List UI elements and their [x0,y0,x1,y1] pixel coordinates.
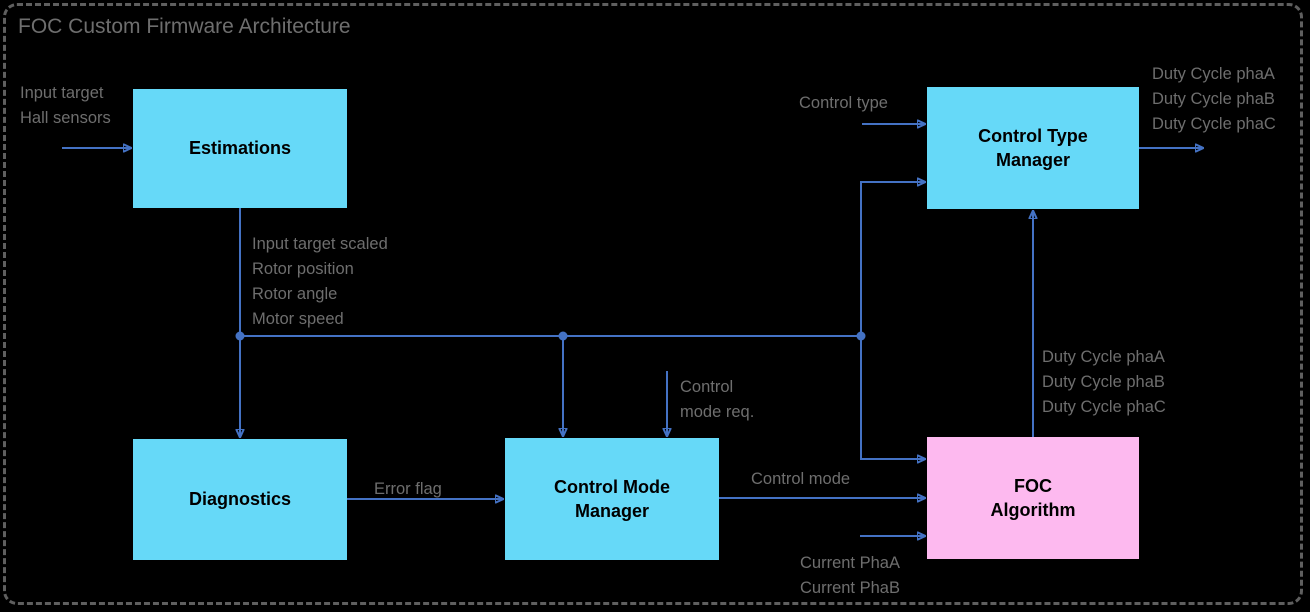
block-estimations-label: Estimations [188,138,292,159]
block-control-mode-manager-label-line2: Manager [574,501,649,521]
label-input-target: Input target [20,84,104,102]
junction-dot-right [856,331,866,341]
block-diagnostics[interactable]: Diagnostics [133,439,347,560]
junction-dot-estimations [235,331,245,341]
wire-bus-to-foc-algorithm [860,336,925,459]
label-estimation-output-3: Rotor angle [252,285,338,303]
label-estimation-output-2: Rotor position [252,260,354,278]
label-control-mode-req-line2: mode req. [680,403,755,421]
label-duty-cycle-feedback-1: Duty Cycle phaA [1042,348,1165,366]
block-control-type-manager-label-line2: Manager [995,150,1070,170]
block-foc-algorithm[interactable]: FOC Algorithm [927,437,1139,559]
block-foc-algorithm-label-line1: FOC [1014,475,1052,496]
label-duty-cycle-output-1: Duty Cycle phaA [1152,65,1275,83]
label-control-mode: Control mode [751,470,851,488]
block-control-mode-manager-label-line1: Control Mode [554,476,670,497]
label-duty-cycle-output-2: Duty Cycle phaB [1152,90,1275,108]
label-duty-cycle-feedback-2: Duty Cycle phaB [1042,373,1165,391]
block-diagnostics-label: Diagnostics [188,489,292,510]
label-estimation-output-4: Motor speed [252,310,344,328]
label-duty-cycle-output-3: Duty Cycle phaC [1152,115,1276,133]
label-hall-sensors: Hall sensors [20,109,111,127]
label-current-phab: Current PhaB [800,579,900,597]
block-control-type-manager-label-line1: Control Type [978,125,1088,146]
label-estimation-output-1: Input target scaled [252,235,388,253]
block-foc-algorithm-label-line2: Algorithm [990,500,1076,520]
label-error-flag: Error flag [374,480,442,498]
junction-dot-mid [558,331,568,341]
label-current-phaa: Current PhaA [800,554,900,572]
label-control-type: Control type [799,94,888,112]
label-control-mode-req-line1: Control [680,378,734,396]
wire-bus-to-control-type-manager [860,182,925,336]
label-duty-cycle-feedback-3: Duty Cycle phaC [1042,398,1166,416]
page-title: FOC Custom Firmware Architecture [18,15,351,38]
block-estimations[interactable]: Estimations [133,89,347,208]
